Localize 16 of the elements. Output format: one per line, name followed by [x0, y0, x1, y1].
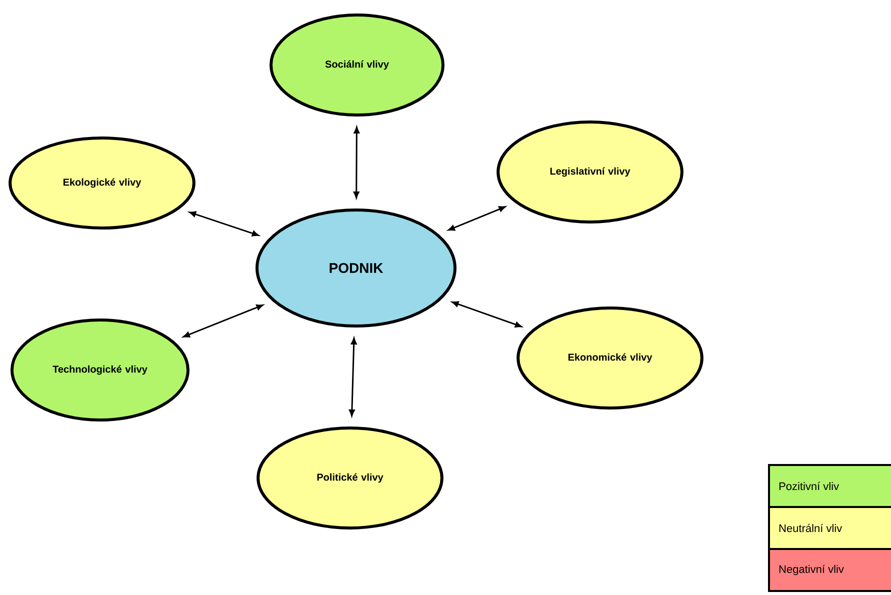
ellipse-node: Sociální vlivy: [270, 14, 444, 116]
arrow: [448, 206, 506, 231]
arrow: [189, 211, 259, 236]
arrow: [353, 126, 360, 198]
ellipse-node: Legislativní vlivy: [496, 120, 684, 224]
ellipse-node: Ekologické vlivy: [8, 136, 196, 230]
arrow: [452, 301, 522, 328]
legend-entry: Neutrální vliv: [768, 506, 891, 550]
ellipse-node: Ekonomické vlivy: [516, 306, 704, 410]
arrow: [183, 304, 264, 338]
ellipse-node: Technologické vlivy: [10, 318, 190, 422]
ellipse-node: PODNIK: [256, 208, 456, 328]
arrow: [349, 338, 357, 416]
ellipse-node: Politické vlivy: [256, 426, 444, 530]
legend-entry: Pozitivní vliv: [768, 464, 891, 508]
legend-entry: Negativní vliv: [768, 548, 891, 592]
